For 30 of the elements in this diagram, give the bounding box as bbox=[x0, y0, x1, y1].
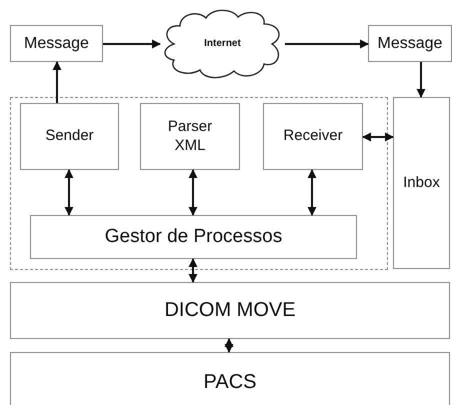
arrow bbox=[308, 169, 316, 216]
arrow bbox=[188, 169, 198, 216]
node-label: Receiver bbox=[283, 127, 343, 146]
process-box bbox=[263, 103, 363, 170]
node-label: Message bbox=[378, 34, 442, 54]
process-box bbox=[393, 97, 450, 269]
dashed-group-box bbox=[10, 97, 388, 270]
process-box bbox=[368, 25, 452, 62]
node-label: Sender bbox=[45, 127, 94, 146]
process-box bbox=[20, 103, 119, 170]
process-box bbox=[30, 215, 357, 259]
arrow bbox=[64, 169, 74, 216]
process-box bbox=[10, 25, 103, 62]
arrow bbox=[103, 40, 161, 48]
node-label: Message bbox=[24, 34, 89, 54]
process-box bbox=[10, 352, 450, 405]
arrow bbox=[362, 132, 394, 142]
arrow bbox=[188, 258, 198, 283]
process-box bbox=[140, 103, 240, 170]
node-label: Internet bbox=[204, 38, 241, 50]
node-label: Parser XML bbox=[166, 118, 214, 156]
arrow bbox=[285, 40, 369, 48]
process-box bbox=[10, 282, 450, 339]
node-label: Inbox bbox=[403, 174, 440, 192]
node-label: DICOM MOVE bbox=[164, 298, 296, 323]
arrow bbox=[224, 338, 234, 353]
node-label: PACS bbox=[204, 370, 256, 394]
arrow bbox=[52, 61, 62, 103]
node-label: Gestor de Processos bbox=[104, 225, 282, 249]
arrow bbox=[416, 62, 426, 98]
